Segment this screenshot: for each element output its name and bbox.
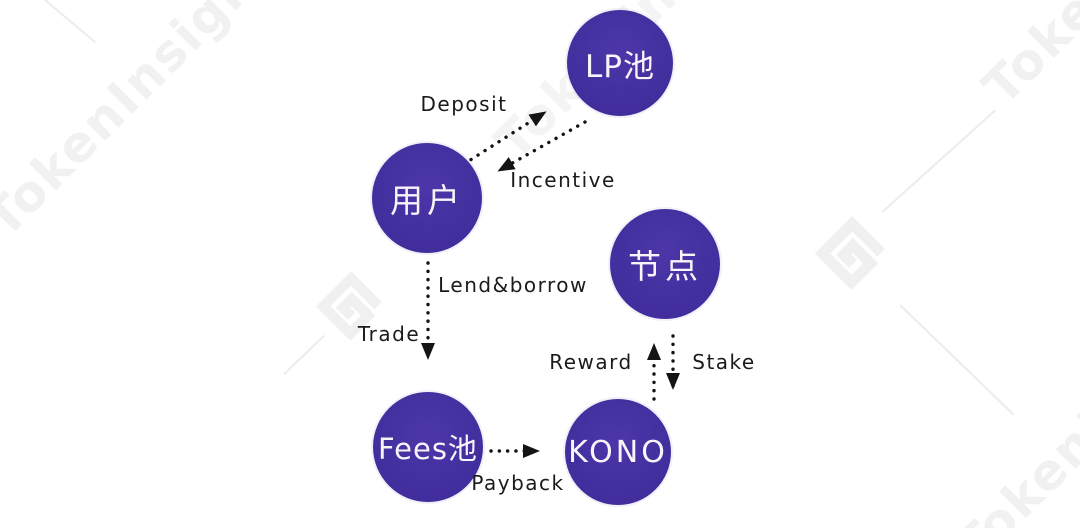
edge-label-incentive: Incentive bbox=[510, 168, 616, 192]
node-label: LP池 bbox=[585, 48, 655, 85]
node-validator: 节点 bbox=[610, 209, 720, 319]
incentive-arrow bbox=[497, 120, 587, 172]
tokeninsight-logo-icon bbox=[303, 261, 391, 349]
node-user: 用户 bbox=[372, 143, 482, 253]
node-label: 用户 bbox=[390, 181, 464, 220]
deposit-arrow bbox=[462, 111, 547, 166]
edge-label-lend-borrow: Lend&borrow bbox=[438, 273, 588, 297]
node-label: KONO bbox=[568, 434, 668, 470]
node-label: 节点 bbox=[628, 247, 702, 286]
edge-label-payback: Payback bbox=[471, 471, 565, 495]
edge-label-stake: Stake bbox=[692, 350, 756, 374]
node-fees-pool: Fees池 bbox=[373, 392, 483, 502]
edge-label-trade: Trade bbox=[357, 322, 421, 346]
node-label: Fees池 bbox=[378, 432, 478, 466]
edge-label-deposit: Deposit bbox=[420, 92, 508, 116]
tokeninsight-logo-icon bbox=[801, 205, 894, 298]
node-lp-pool: LP池 bbox=[567, 10, 673, 116]
node-kono: KONO bbox=[565, 399, 671, 505]
edge-label-reward: Reward bbox=[549, 350, 633, 374]
